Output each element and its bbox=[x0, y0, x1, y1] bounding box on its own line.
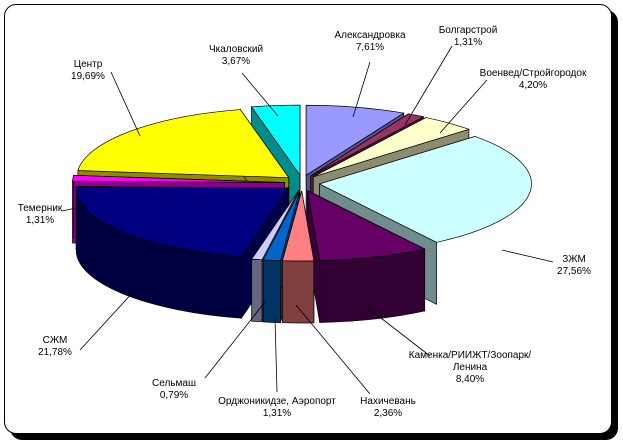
pie-slice-side bbox=[282, 260, 315, 324]
pie-slice bbox=[282, 190, 315, 324]
leader-line bbox=[241, 72, 279, 117]
slice-value: 1,31% bbox=[263, 408, 291, 419]
leader-line bbox=[274, 317, 278, 393]
slice-value: 27,56% bbox=[557, 266, 591, 277]
leader-line bbox=[501, 249, 554, 263]
slice-value: 7,61% bbox=[356, 42, 384, 53]
slice-name: Ленина bbox=[453, 362, 488, 373]
pie-slice-top bbox=[251, 190, 299, 261]
leader-line bbox=[295, 304, 371, 395]
pie-slice-side bbox=[262, 259, 281, 324]
slice-name: Болгарстрой bbox=[439, 25, 498, 36]
leader-line bbox=[110, 71, 141, 137]
pie-slice bbox=[307, 189, 426, 323]
slice-value: 21,78% bbox=[38, 347, 72, 358]
leader-line bbox=[404, 45, 453, 126]
slice-value: 8,40% bbox=[456, 374, 484, 385]
slice-value: 4,20% bbox=[519, 80, 547, 91]
pie-slice-top bbox=[262, 190, 301, 262]
pie-slice-top bbox=[72, 174, 285, 183]
pie-slice-top bbox=[250, 104, 301, 177]
slice-name: Темерник bbox=[18, 203, 63, 214]
pie-slice-top bbox=[75, 186, 289, 257]
slice-name: Чкаловский bbox=[209, 44, 263, 55]
slice-name: СЖМ bbox=[43, 335, 68, 346]
pie-slice-top bbox=[282, 190, 315, 262]
slice-name: Сельмаш bbox=[152, 378, 196, 389]
slice-value: 19,69% bbox=[71, 71, 105, 82]
leader-line bbox=[439, 79, 488, 134]
pie-slice-top bbox=[318, 136, 532, 243]
pie-slice-top bbox=[310, 113, 425, 177]
slice-value: 0,79% bbox=[160, 390, 188, 401]
slice-value: 3,67% bbox=[222, 56, 250, 67]
slice-name: Александровка bbox=[334, 30, 406, 41]
slice-value: 1,31% bbox=[454, 37, 482, 48]
slice-name: Орджоникидзе, Аэропорт bbox=[218, 396, 336, 407]
slice-name: Центр bbox=[74, 59, 103, 70]
slice-name: Военвед/Стройгородок bbox=[480, 68, 587, 79]
leader-line bbox=[61, 204, 91, 212]
pie-slice-top bbox=[77, 109, 290, 179]
slice-name: Каменка/РИИЖТ/Зоопарк/ bbox=[409, 350, 532, 361]
slice-value: 1,31% bbox=[26, 215, 54, 226]
leader-line bbox=[204, 301, 266, 379]
leader-line bbox=[79, 289, 136, 351]
slice-name: ЗЖМ bbox=[562, 254, 586, 265]
slice-value: 2,36% bbox=[374, 408, 402, 419]
leader-line bbox=[352, 61, 371, 118]
pie-slice-top bbox=[307, 189, 426, 261]
leader-line bbox=[367, 307, 431, 357]
slice-name: Нахичевань bbox=[360, 396, 416, 407]
pie-slices bbox=[72, 104, 532, 324]
